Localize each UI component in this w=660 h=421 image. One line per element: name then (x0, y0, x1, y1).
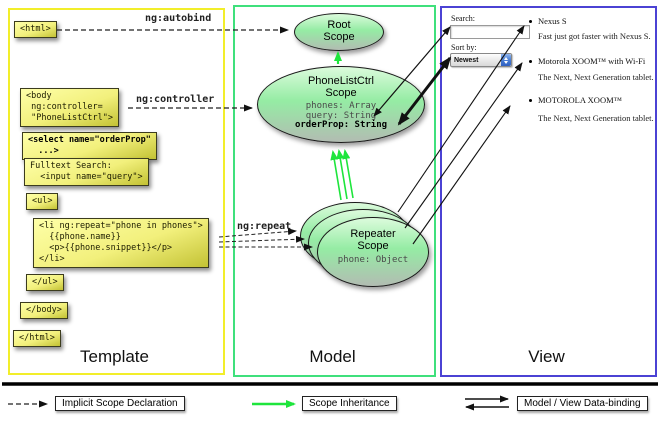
phonelistctrl-scope-title: PhoneListCtrl Scope (307, 75, 375, 99)
template-column-label: Template (80, 347, 149, 366)
phone-item-title: Motorola XOOM™ with Wi-Fi (538, 56, 646, 66)
bullet-icon (529, 99, 532, 102)
repeater-prop-phone: phone: Object (337, 255, 409, 265)
ng-autobind-label: ng:autobind (145, 13, 212, 24)
code-body-close: </body> (20, 302, 68, 319)
phonelistctrl-prop-phones: phones: Array (305, 101, 377, 111)
select-stepper-icon (501, 54, 511, 66)
phone-item-title: Nexus S (538, 16, 567, 26)
legend-double-arrow (465, 395, 509, 411)
code-fulltext-search: Fulltext Search: <input name="query"> (24, 158, 149, 186)
code-html-close: </html> (13, 330, 61, 347)
phonelistctrl-prop-query: query: String (305, 110, 377, 121)
legend-data-binding: Model / View Data-binding (517, 396, 648, 411)
code-li-repeat: <li ng:repeat="phone in phones"> {{phone… (33, 218, 209, 268)
template-panel (8, 8, 225, 375)
sort-select[interactable]: Newest (450, 53, 512, 67)
root-scope-ellipse: Root Scope (294, 13, 384, 51)
code-ul-open: <ul> (26, 193, 59, 210)
code-html-open: <html> (14, 21, 57, 38)
model-panel (233, 5, 436, 377)
search-label: Search: (451, 14, 475, 23)
sort-by-label: Sort by: (451, 43, 477, 52)
phone-item-desc: Fast just got faster with Nexus S. (538, 31, 651, 41)
ng-controller-label: ng:controller (136, 94, 215, 105)
legend-scope-inheritance: Scope Inheritance (302, 396, 397, 411)
code-body-open: <body ng:controller= "PhoneListCtrl"> (20, 88, 119, 127)
repeater-scope-ellipse: Repeater Scope phone: Object (317, 217, 429, 287)
search-input[interactable] (450, 25, 530, 39)
view-column-label: View (528, 347, 565, 366)
model-column-label: Model (309, 347, 356, 366)
ng-repeat-label: ng:repeat (237, 221, 292, 232)
phonelistctrl-scope-ellipse: PhoneListCtrl Scope phones: Array query:… (257, 66, 425, 143)
repeater-scope-title: Repeater Scope (350, 228, 396, 252)
bullet-icon (529, 20, 532, 23)
code-select: <select name="orderProp" ...> (22, 132, 157, 160)
phone-item-desc: The Next, Next Generation tablet. (538, 113, 654, 123)
sort-select-value: Newest (454, 56, 479, 64)
phonelistctrl-prop-orderprop: orderProp: String (294, 120, 388, 130)
phone-item-desc: The Next, Next Generation tablet. (538, 72, 654, 82)
code-ul-close: </ul> (26, 274, 64, 291)
phone-item-title: MOTOROLA XOOM™ (538, 95, 622, 105)
root-scope-title: Root Scope (323, 19, 355, 43)
bullet-icon (529, 60, 532, 63)
legend-implicit-scope: Implicit Scope Declaration (55, 396, 185, 411)
